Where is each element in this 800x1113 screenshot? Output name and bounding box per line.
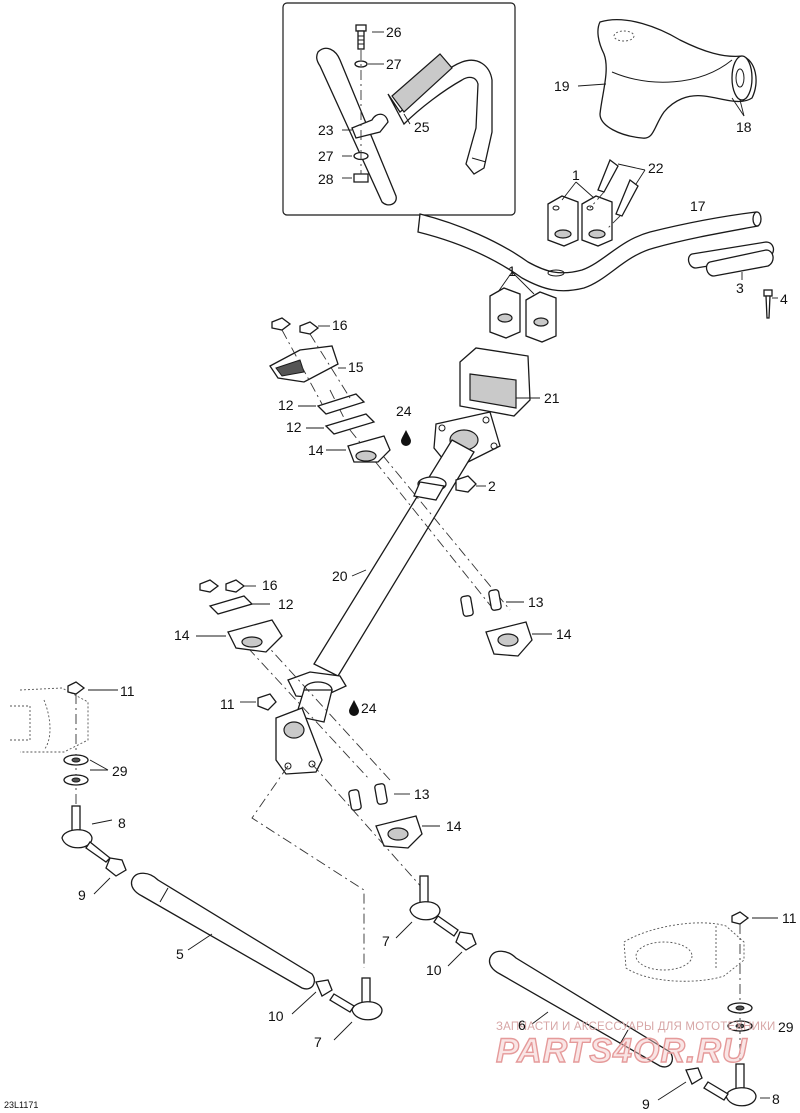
lubricant-drop-icon-upper bbox=[401, 430, 411, 446]
callout-c28: 28 bbox=[318, 171, 334, 187]
callout-c1b: 1 bbox=[508, 263, 516, 279]
clamps-upper bbox=[547, 158, 646, 247]
callout-c14b: 14 bbox=[174, 627, 190, 643]
callout-c15: 15 bbox=[348, 359, 364, 375]
watermark: ЗАПЧАСТИ И АКСЕССУАРЫ ДЛЯ МОТОТЕХНИКИ PA… bbox=[495, 1021, 776, 1071]
callout-c12a: 12 bbox=[278, 397, 294, 413]
callout-c7b: 7 bbox=[314, 1034, 322, 1050]
tie-rod-end-7-upper bbox=[395, 875, 477, 967]
lubricant-drop-icon-lower bbox=[349, 700, 359, 716]
right-frame-bracket bbox=[623, 911, 778, 1060]
callout-c27b: 27 bbox=[318, 148, 334, 164]
callout-c23: 23 bbox=[318, 122, 334, 138]
callout-c11a: 11 bbox=[120, 683, 135, 699]
callout-c16a: 16 bbox=[332, 317, 348, 333]
nut-28 bbox=[353, 173, 369, 183]
tie-rod-end-right bbox=[657, 1063, 770, 1107]
callout-c4: 4 bbox=[780, 291, 788, 307]
bushings-lower bbox=[348, 783, 440, 849]
handlebar-pad bbox=[577, 18, 757, 139]
watermark-brand-fill: PARTS4OR.RU bbox=[496, 1032, 748, 1070]
callout-c27a: 27 bbox=[386, 56, 402, 72]
callout-c8a: 8 bbox=[118, 815, 126, 831]
left-frame-bracket bbox=[10, 681, 118, 830]
callout-c11b: 11 bbox=[220, 696, 235, 712]
bushings-upper bbox=[460, 589, 552, 657]
callout-c1a: 1 bbox=[572, 167, 580, 183]
callout-c14a: 14 bbox=[308, 442, 324, 458]
tie-rod-end-left bbox=[61, 805, 127, 895]
callout-c10a: 10 bbox=[426, 962, 442, 978]
callout-c29b: 29 bbox=[778, 1019, 794, 1035]
watermark-tagline: ЗАПЧАСТИ И АКСЕССУАРЫ ДЛЯ МОТОТЕХНИКИ bbox=[496, 1021, 776, 1033]
callout-c7a: 7 bbox=[382, 933, 390, 949]
callout-c17: 17 bbox=[690, 198, 706, 214]
callout-c5: 5 bbox=[176, 946, 184, 962]
callout-c13a: 13 bbox=[528, 594, 544, 610]
callout-c2: 2 bbox=[488, 478, 496, 494]
callout-c22: 22 bbox=[648, 160, 664, 176]
callout-c19: 19 bbox=[554, 78, 570, 94]
callout-c21: 21 bbox=[544, 390, 560, 406]
callout-c26: 26 bbox=[386, 24, 402, 40]
callout-c8b: 8 bbox=[772, 1091, 780, 1107]
tie-rod-right bbox=[488, 950, 674, 1068]
callout-c9a: 9 bbox=[78, 887, 86, 903]
steering-column bbox=[287, 439, 486, 723]
callout-c24a: 24 bbox=[396, 403, 412, 419]
clamps-lower bbox=[489, 271, 557, 343]
tie-rod-left bbox=[130, 872, 316, 990]
callout-c9b: 9 bbox=[642, 1096, 650, 1112]
screw-26 bbox=[355, 24, 367, 50]
upper-plate-stack bbox=[269, 317, 391, 463]
pitman-arm-plate bbox=[240, 693, 425, 968]
callout-c11c: 11 bbox=[782, 910, 797, 926]
lower-plate-stack bbox=[196, 579, 283, 653]
callout-c10b: 10 bbox=[268, 1008, 284, 1024]
callout-c12c: 12 bbox=[278, 596, 294, 612]
callout-c16b: 16 bbox=[262, 577, 278, 593]
callout-c12b: 12 bbox=[286, 419, 302, 435]
callout-c13b: 13 bbox=[414, 786, 430, 802]
callout-c25: 25 bbox=[414, 119, 430, 135]
callout-c14c: 14 bbox=[556, 626, 572, 642]
callout-c3: 3 bbox=[736, 280, 744, 296]
handlebar bbox=[417, 211, 778, 319]
callout-c29a: 29 bbox=[112, 763, 128, 779]
callout-c20: 20 bbox=[332, 568, 348, 584]
steering-stem-bracket bbox=[433, 347, 540, 471]
tie-rod-end-7-lower bbox=[291, 977, 383, 1041]
detail-inset bbox=[282, 2, 516, 216]
figure-code: 23L1171 bbox=[4, 1100, 38, 1110]
callout-c14d: 14 bbox=[446, 818, 462, 834]
watermark-brand: PARTS4OR.RU bbox=[496, 1032, 748, 1070]
callout-c18: 18 bbox=[736, 119, 752, 135]
callout-c6: 6 bbox=[518, 1017, 526, 1033]
callout-c24b: 24 bbox=[361, 700, 377, 716]
